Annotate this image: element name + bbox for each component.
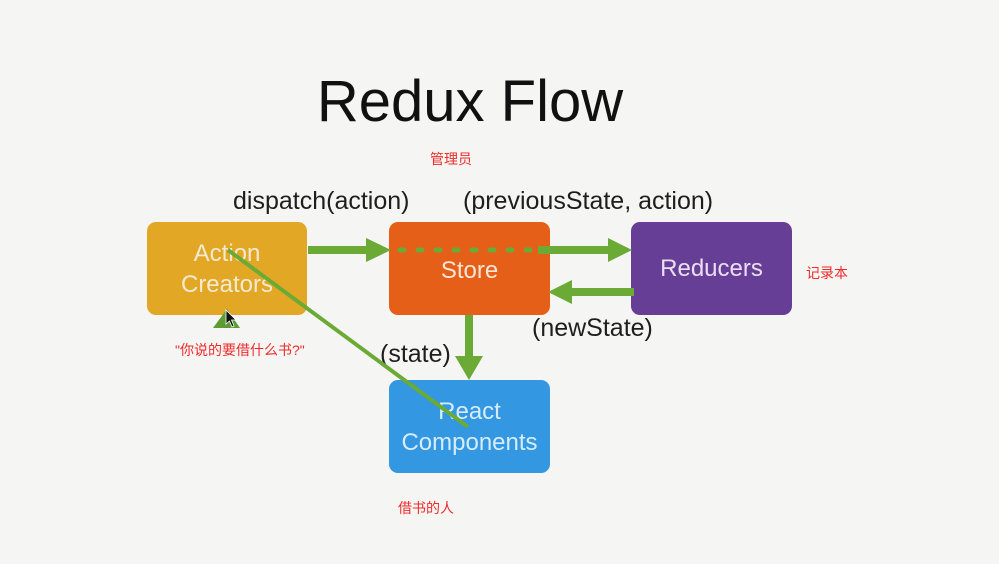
action-creators-node[interactable]: Action Creators: [147, 222, 307, 315]
reducers-label: Reducers: [660, 255, 763, 282]
action-creators-annotation: "你说的要借什么书?": [175, 342, 305, 358]
new-state-arrow: [548, 280, 634, 304]
react-components-node[interactable]: React Components: [389, 380, 550, 473]
previous-state-label: (previousState, action): [463, 187, 714, 215]
react-components-annotation: 借书的人: [398, 500, 454, 516]
previous-state-arrow: [538, 238, 632, 262]
store-node[interactable]: Store: [389, 222, 550, 315]
reducers-annotation: 记录本: [806, 265, 848, 281]
action-creators-line2: Creators: [180, 270, 274, 298]
dispatch-arrow: [308, 238, 391, 262]
store-label: Store: [440, 257, 499, 284]
diagram-title: Redux Flow: [316, 69, 624, 134]
dispatch-label: dispatch(action): [233, 187, 410, 215]
react-components-line1: React: [438, 397, 501, 425]
state-arrow: [455, 315, 483, 380]
react-components-line2: Components: [401, 428, 538, 456]
action-creators-line1: Action: [193, 239, 261, 267]
reducers-node[interactable]: Reducers: [631, 222, 792, 315]
store-annotation: 管理员: [430, 151, 472, 167]
new-state-label: (newState): [532, 314, 653, 342]
state-label: (state): [380, 340, 451, 368]
